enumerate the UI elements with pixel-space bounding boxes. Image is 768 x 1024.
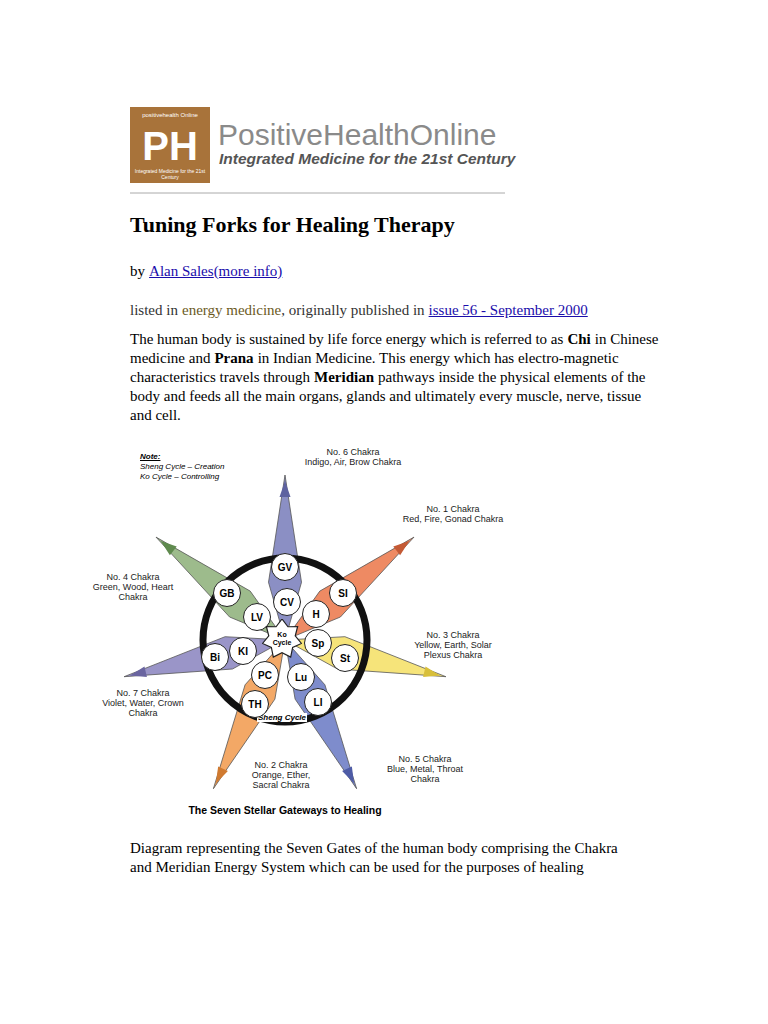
node-text: St xyxy=(340,653,350,664)
logo-initials: PH xyxy=(135,126,205,166)
meridian-circle: St xyxy=(331,644,359,672)
cycle-label: Sheng Cycle xyxy=(257,713,307,722)
spike-tip-mark xyxy=(280,481,291,497)
text-run: issue 56 - September 2000 xyxy=(429,302,588,318)
chakra-number: No. 3 Chakra xyxy=(408,630,498,640)
node-text: GB xyxy=(220,588,235,599)
meridian-circle: GB xyxy=(213,579,241,607)
text-run: Chi xyxy=(567,331,590,347)
node-text: TH xyxy=(248,699,261,710)
text-run: Meridian xyxy=(314,369,374,385)
chakra-description: Blue, Metal, Throat Chakra xyxy=(380,764,470,784)
byline: byAlan Sales(more info) xyxy=(130,262,730,281)
node-text: H xyxy=(312,609,319,620)
text-run: Alan Sales xyxy=(149,263,214,279)
text-run: Prana xyxy=(214,350,253,366)
chakra-number: No. 7 Chakra xyxy=(98,688,188,698)
chakra-description: Yellow, Earth, Solar Plexus Chakra xyxy=(408,640,498,660)
meridian-circle: TH xyxy=(241,690,269,718)
node-text: Lu xyxy=(295,672,307,683)
site-tagline: Integrated Medicine for the 21st Century xyxy=(219,150,515,168)
text-run: , originally published in xyxy=(281,302,424,318)
meridian-circle: CV xyxy=(273,588,301,616)
meridian-circle: KI xyxy=(229,637,257,665)
text-run: The human body is sustained by life forc… xyxy=(130,331,563,347)
listing-line: listed inenergy medicine, originally pub… xyxy=(130,301,750,320)
page-title: Tuning Forks for Healing Therapy xyxy=(130,212,455,238)
star-spike xyxy=(156,537,285,640)
cycle-star: Ko Cycle xyxy=(262,619,302,659)
meridian-circle: Lu xyxy=(287,663,315,691)
text-run: energy medicine xyxy=(182,302,281,318)
star-spikes xyxy=(124,475,446,789)
meridian-circle: Bi xyxy=(201,643,229,671)
star-spike xyxy=(285,537,414,640)
chakra-number: No. 5 Chakra xyxy=(380,754,470,764)
chakra-description: Indigo, Air, Brow Chakra xyxy=(298,457,408,467)
text-run: listed in xyxy=(130,302,178,318)
chakra-number: No. 2 Chakra xyxy=(243,760,319,770)
chakra-description: Orange, Ether, Sacral Chakra xyxy=(243,770,319,790)
logo-box xyxy=(130,107,210,183)
meridian-circle: Sp xyxy=(304,629,332,657)
node-text: LV xyxy=(251,612,263,623)
logo-small-text: positivehealth Online xyxy=(134,112,206,119)
meridian-circle: LI xyxy=(304,688,332,716)
node-text: GV xyxy=(278,562,292,573)
spike-tip-mark xyxy=(130,666,147,677)
text-run: (more info) xyxy=(214,263,283,279)
meridian-circle: PC xyxy=(251,661,279,689)
spike-tip-mark xyxy=(393,541,409,555)
node-text: Ko Cycle xyxy=(271,631,293,647)
site-name: PositiveHealthOnline xyxy=(218,118,496,152)
node-text: Sp xyxy=(312,638,325,649)
node-text: CV xyxy=(280,597,294,608)
intro-paragraph: The human body is sustained by life forc… xyxy=(130,330,660,425)
chakra-number: No. 1 Chakra xyxy=(398,504,508,514)
sheng-ring xyxy=(203,558,367,722)
diagram-caption: Diagram representing the Seven Gates of … xyxy=(130,839,630,877)
node-text: PC xyxy=(258,670,272,681)
logo-small-text: Integrated Medicine for the 21st Century xyxy=(134,168,206,180)
node-text: Bi xyxy=(210,652,220,663)
spike-tip-mark xyxy=(216,766,228,783)
diagram-heading: The Seven Stellar Gateways to Healing xyxy=(185,804,385,816)
note-label: Note: xyxy=(140,452,160,461)
node-text: LI xyxy=(314,697,323,708)
chakra-description: Violet, Water, Crown Chakra xyxy=(98,698,188,718)
chakra-number: No. 4 Chakra xyxy=(88,572,178,582)
spike-tip-mark xyxy=(161,541,177,555)
chakra-description: Red, Fire, Gonad Chakra xyxy=(398,514,508,524)
node-text: SI xyxy=(338,588,347,599)
text-run: by xyxy=(130,263,145,279)
chakra-description: Green, Wood, Heart Chakra xyxy=(88,582,178,602)
chakra-number: No. 6 Chakra xyxy=(298,447,408,457)
spike-tip-mark xyxy=(342,766,354,783)
meridian-circle: H xyxy=(302,600,330,628)
node-text: KI xyxy=(238,646,248,657)
note-line: Ko Cycle – Controlling xyxy=(140,472,219,481)
spike-tip-mark xyxy=(423,666,440,677)
note-line: Sheng Cycle – Creation xyxy=(140,462,225,471)
meridian-circle: SI xyxy=(329,579,357,607)
meridian-circle: GV xyxy=(271,553,299,581)
header-rule xyxy=(130,193,505,194)
